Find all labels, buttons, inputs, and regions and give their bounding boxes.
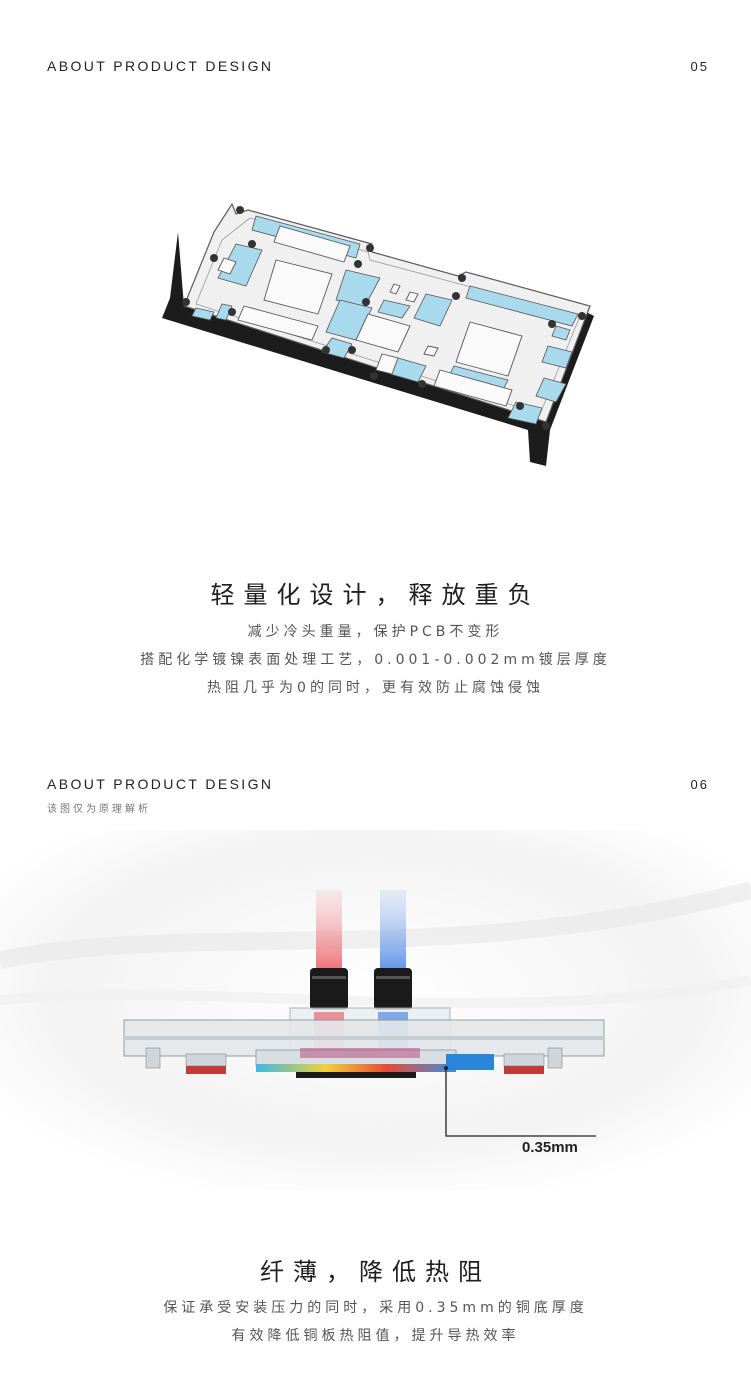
section-header-05: ABOUT PRODUCT DESIGN 05 bbox=[47, 58, 709, 74]
description-line: 保证承受安装压力的同时，采用0.35mm的铜底厚度 bbox=[163, 1300, 588, 1316]
description-line: 减少冷头重量，保护PCB不变形 bbox=[247, 624, 504, 640]
cross-section-illustration: 0.35mm bbox=[0, 830, 751, 1190]
section-label: ABOUT PRODUCT DESIGN bbox=[47, 776, 274, 792]
section-number: 05 bbox=[690, 59, 709, 74]
section-description: 减少冷头重量，保护PCB不变形 搭配化学镀镍表面处理工艺，0.001-0.002… bbox=[0, 618, 751, 702]
section-header-06: ABOUT PRODUCT DESIGN 06 bbox=[47, 776, 709, 792]
cold-plate-illustration bbox=[162, 202, 594, 466]
description-line: 热阻几乎为0的同时，更有效防止腐蚀侵蚀 bbox=[207, 680, 544, 696]
section-number: 06 bbox=[690, 777, 709, 792]
description-line: 有效降低铜板热阻值，提升导热效率 bbox=[231, 1328, 520, 1344]
description-line: 搭配化学镀镍表面处理工艺，0.001-0.002mm镀层厚度 bbox=[140, 652, 611, 668]
thickness-callout: 0.35mm bbox=[522, 1139, 578, 1156]
section-note: 该图仅为原理解析 bbox=[47, 804, 151, 815]
section-title: 轻量化设计，释放重负 bbox=[210, 581, 541, 609]
section-description: 保证承受安装压力的同时，采用0.35mm的铜底厚度 有效降低铜板热阻值，提升导热… bbox=[0, 1294, 751, 1350]
section-title: 纤薄，降低热阻 bbox=[260, 1258, 491, 1286]
section-label: ABOUT PRODUCT DESIGN bbox=[47, 58, 274, 74]
